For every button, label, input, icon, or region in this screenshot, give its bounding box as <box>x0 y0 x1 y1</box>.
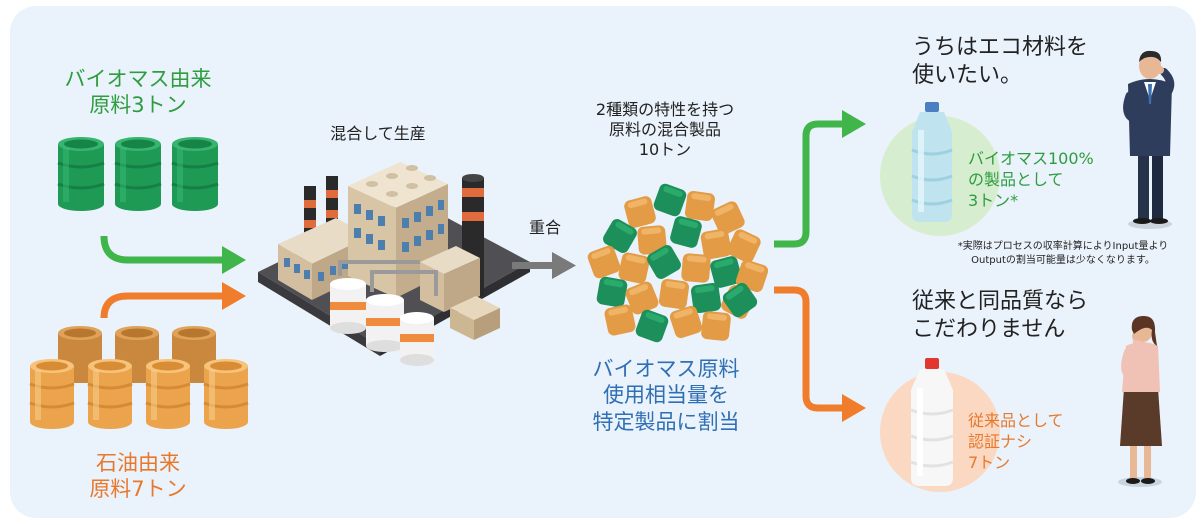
eco-speech-line2: 使いたい。 <box>912 62 1023 88</box>
allocation-label: バイオマス原料 使用相当量を 特定製品に割当 <box>570 356 762 435</box>
footnote: *実際はプロセスの収率計算によりInput量より Outputの割当可能量は少な… <box>932 240 1194 267</box>
allocation-line3: 特定製品に割当 <box>592 409 740 434</box>
allocation-line1: バイオマス原料 <box>592 357 740 381</box>
conventional-product-label: 従来品として 認証ナシ 7トン <box>968 410 1064 473</box>
factory-label: 混合して生産 <box>330 124 426 143</box>
pellets-icon <box>586 182 770 344</box>
orange-output-arrow <box>774 286 866 422</box>
bio-product-line1: バイオマス100% <box>968 149 1094 168</box>
factory-icon <box>258 162 530 366</box>
bio-product-line3: 3トン* <box>968 191 1019 211</box>
allocation-line2: 使用相当量を <box>603 383 729 408</box>
green-input-arrow <box>100 235 246 274</box>
polymerization-label: 重合 <box>528 218 561 237</box>
mixed-product-line1: 2種類の特性を持つ <box>595 100 735 119</box>
green-barrel-icon <box>56 135 220 213</box>
conventional-speech-line1: 従来と同品質なら <box>912 289 1089 314</box>
conventional-product-line2: 認証ナシ <box>968 432 1033 452</box>
footnote-line2: Outputの割当可能量は少なくなります。 <box>971 254 1155 266</box>
eco-customer-speech: うちはエコ材料を 使いたい。 <box>912 34 1088 89</box>
bottle-icon <box>911 102 953 222</box>
conventional-product-line3: 7トン <box>968 453 1011 473</box>
bottle-icon <box>910 358 954 486</box>
bio-source-label: バイオマス由来 原料3トン <box>52 66 224 119</box>
fossil-source-line1: 石油由来 <box>96 451 180 475</box>
bio-source-line1: バイオマス由来 <box>64 67 212 91</box>
mixed-product-label: 2種類の特性を持つ 原料の混合製品 10トン <box>580 100 750 160</box>
bio-product-label: バイオマス100% の製品として 3トン* <box>968 148 1094 211</box>
conventional-speech-line2: こだわりません <box>912 316 1066 342</box>
bio-product-line2: の製品として <box>968 170 1064 190</box>
businesswoman-icon <box>1118 316 1162 487</box>
fossil-source-label: 石油由来 原料7トン <box>52 450 224 503</box>
footnote-line1: *実際はプロセスの収率計算によりInput量より <box>957 241 1169 252</box>
businessman-icon <box>1123 50 1175 229</box>
bio-source-line2: 原料3トン <box>89 93 187 118</box>
orange-input-arrow <box>100 282 246 319</box>
mixed-product-line3: 10トン <box>638 140 692 159</box>
polymerization-arrow <box>512 252 576 279</box>
eco-speech-line1: うちはエコ材料を <box>912 35 1089 60</box>
fossil-source-line2: 原料7トン <box>89 477 187 502</box>
mixed-product-line2: 原料の混合製品 <box>608 120 721 139</box>
conventional-product-line1: 従来品として <box>968 411 1064 430</box>
orange-barrel-icon <box>28 326 250 431</box>
green-output-arrow <box>774 110 866 248</box>
conventional-customer-speech: 従来と同品質なら こだわりません <box>912 288 1088 343</box>
